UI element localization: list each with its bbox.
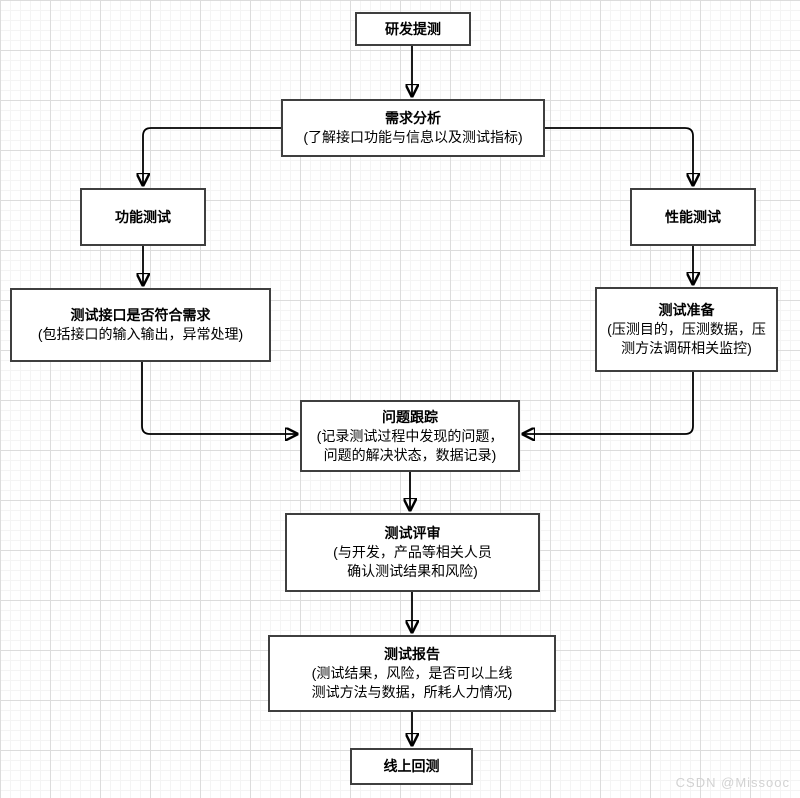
node-test-preparation: 测试准备 (压测目的，压测数据，压 测方法调研相关监控) — [595, 287, 778, 372]
connector-api-to-issue — [141, 362, 297, 434]
node-test-review: 测试评审 (与开发，产品等相关人员 确认测试结果和风险) — [285, 513, 540, 592]
csdn-watermark: CSDN @Missooc — [675, 775, 790, 790]
connector-prep-to-issue — [523, 372, 694, 434]
node-online-backtest: 线上回测 — [350, 748, 473, 785]
node-performance-test: 性能测试 — [630, 188, 756, 246]
node-functional-test: 功能测试 — [80, 188, 206, 246]
node-title: 测试评审 — [384, 525, 441, 541]
node-subtitle: (记录测试过程中发现的问题， 问题的解决状态，数据记录) — [316, 427, 504, 463]
node-subtitle: (与开发，产品等相关人员 确认测试结果和风险) — [333, 544, 492, 579]
node-requirement-analysis: 需求分析 (了解接口功能与信息以及测试指标) — [281, 99, 545, 157]
node-title: 测试报告 — [384, 646, 440, 662]
connector-req-to-perf — [545, 127, 693, 185]
node-title: 问题跟踪 — [382, 408, 438, 425]
node-subtitle: (压测目的，压测数据，压 测方法调研相关监控) — [607, 321, 766, 356]
node-test-report: 测试报告 (测试结果，风险，是否可以上线 测试方法与数据，所耗人力情况) — [268, 635, 556, 712]
node-title: 需求分析 — [385, 110, 441, 126]
node-api-requirement-check: 测试接口是否符合需求 (包括接口的输入输出，异常处理) — [10, 288, 271, 362]
node-title: 性能测试 — [665, 208, 721, 225]
node-subtitle: (测试结果，风险，是否可以上线 测试方法与数据，所耗人力情况) — [311, 665, 513, 700]
node-subtitle: (了解接口功能与信息以及测试指标) — [303, 129, 523, 145]
node-title: 测试接口是否符合需求 — [70, 307, 211, 323]
node-subtitle: (包括接口的输入输出，异常处理) — [37, 326, 244, 342]
node-title: 线上回测 — [383, 758, 440, 774]
node-title: 功能测试 — [115, 208, 171, 225]
node-dev-submit: 研发提测 — [355, 12, 471, 46]
connector-req-to-func — [143, 127, 281, 185]
node-title: 研发提测 — [385, 20, 441, 37]
node-title: 测试准备 — [658, 302, 715, 318]
node-issue-tracking: 问题跟踪 (记录测试过程中发现的问题， 问题的解决状态，数据记录) — [300, 400, 520, 472]
